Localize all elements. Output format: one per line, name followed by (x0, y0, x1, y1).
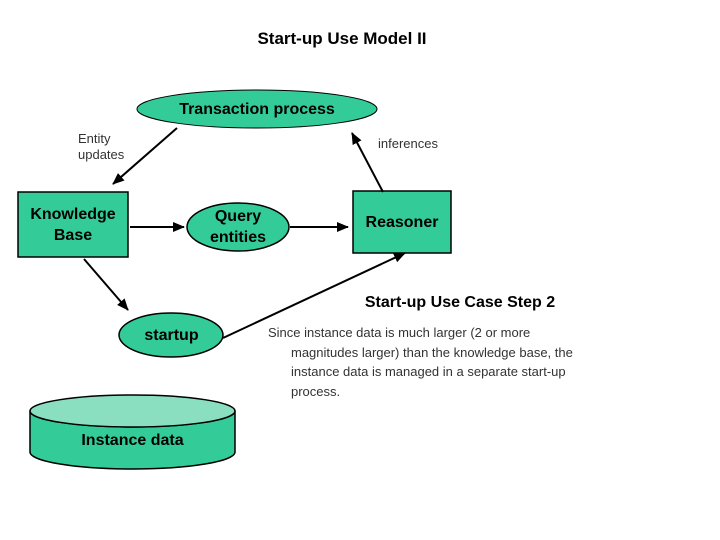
instance-data-cylinder-top (29, 394, 236, 428)
inferences-edge-label: inferences (378, 136, 438, 151)
knowledge-base-rect (17, 191, 129, 258)
slide-title: Start-up Use Model II (257, 29, 427, 48)
query-entities-ellipse (186, 202, 290, 252)
body-text: Since instance data is much larger (2 or… (268, 325, 573, 399)
entity-updates-edge-label: Entity updates (78, 131, 125, 162)
transaction-process-label: Transaction process (179, 100, 335, 118)
transaction-process-ellipse (136, 89, 378, 129)
startup-label: startup (144, 326, 199, 344)
query-entities-label: Query entities (209, 208, 266, 246)
reasoner-rect (352, 190, 452, 254)
section-heading: Start-up Use Case Step 2 (364, 294, 556, 311)
reasoner-label: Reasoner (365, 213, 439, 231)
knowledge-base-label: Knowledge Base (30, 205, 116, 244)
instance-data-label: Instance data (81, 431, 184, 449)
